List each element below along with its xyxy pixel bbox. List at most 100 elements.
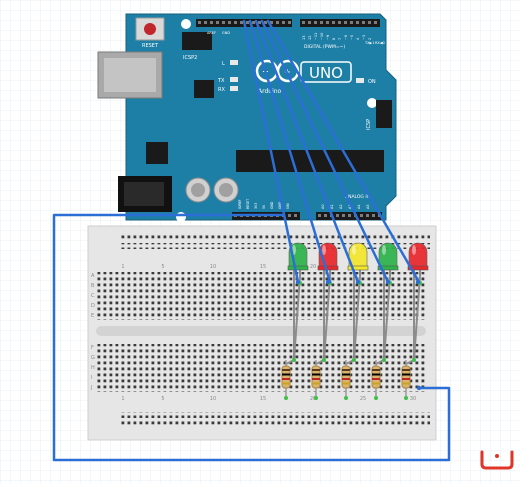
column-number: 15 <box>260 396 266 402</box>
resistor-band <box>402 373 410 376</box>
led-rim <box>407 265 429 271</box>
bottom-rail-2 <box>120 421 430 427</box>
row-letter: F <box>91 345 94 351</box>
digital-pin-label: 12 <box>308 36 312 40</box>
resistor-band <box>312 378 320 380</box>
aref-label: AREF <box>207 31 216 35</box>
header-pin <box>276 21 279 24</box>
analog-pin-label: A4 <box>357 204 361 209</box>
header-pin <box>360 214 363 217</box>
analog-label: ANALOG IN <box>345 194 370 200</box>
header-pin <box>324 214 327 217</box>
fritzing-logo-icon <box>480 450 514 470</box>
power-pin-label: GND <box>278 201 282 209</box>
led-red <box>408 242 428 269</box>
header-pin <box>308 21 311 24</box>
header-pin <box>222 21 225 24</box>
signal-wire-1[interactable] <box>242 19 300 284</box>
signal-wire-2[interactable] <box>248 19 332 284</box>
power-pin-label: 3V3 <box>254 203 258 209</box>
on-led <box>356 78 364 83</box>
terminal-strip-bottom <box>96 344 426 392</box>
resistor-band <box>282 378 290 380</box>
header-pin <box>332 21 335 24</box>
signal-wire-4[interactable] <box>260 19 390 284</box>
leds <box>287 242 429 271</box>
center-channel <box>96 326 426 336</box>
led-leg <box>405 266 421 365</box>
header-pin <box>338 21 341 24</box>
header-pin <box>216 21 219 24</box>
terminal-strip-top <box>96 272 426 320</box>
row-letter: B <box>91 283 95 289</box>
header-pin <box>210 21 213 24</box>
resistor-band <box>402 382 410 385</box>
header-pin <box>374 21 377 24</box>
icsp-header <box>376 100 392 128</box>
mounting-hole <box>176 212 186 222</box>
l-label: L <box>222 61 225 67</box>
fritzing-logo-dot <box>495 454 499 458</box>
digital-pin-label: 2 <box>368 38 372 40</box>
digital-label: DIGITAL (PWM=~) <box>304 44 345 50</box>
arduino-brand-label: Arduino <box>258 88 282 95</box>
signal-wire-3[interactable] <box>254 19 360 284</box>
connection-dot <box>344 396 348 400</box>
resistor-band <box>342 382 350 385</box>
icsp2-label: ICSP2 <box>183 55 197 61</box>
header-pin <box>228 21 231 24</box>
wire-end <box>355 279 361 285</box>
wires <box>52 19 451 462</box>
led-leg <box>315 266 331 365</box>
signal-wire-5[interactable] <box>266 19 421 284</box>
rxd-label: RX◀0 <box>375 41 385 45</box>
header-pin <box>344 21 347 24</box>
led-highlight <box>322 245 326 255</box>
gnd-label: GND <box>222 31 230 35</box>
column-number: 15 <box>260 264 266 270</box>
icsp2-header <box>182 32 212 50</box>
connection-dot <box>374 396 378 400</box>
header-pin <box>336 214 339 217</box>
analog-pin-label: A2 <box>339 204 343 209</box>
txd-label: TX▶1 <box>364 41 374 45</box>
rx-label: RX <box>218 87 225 93</box>
row-letter: I <box>91 375 92 381</box>
header-pin <box>288 214 291 217</box>
led-highlight <box>382 245 386 255</box>
ground-wire[interactable] <box>52 213 451 462</box>
led-green <box>378 242 398 269</box>
header-pin <box>288 21 291 24</box>
row-letter: H <box>91 365 95 371</box>
header-pin <box>318 214 321 217</box>
led-leg <box>345 266 361 365</box>
row-letter: A <box>91 273 95 279</box>
mounting-hole <box>181 19 191 29</box>
uno-badge <box>300 61 352 83</box>
header-pin <box>356 21 359 24</box>
digital-pin-label: ~3 <box>362 35 366 40</box>
tx-label: TX <box>217 78 225 84</box>
led-highlight <box>352 245 356 255</box>
digital-pin-label: 13 <box>302 36 306 40</box>
wire-end <box>415 279 421 285</box>
reset-label: RESET <box>142 43 159 49</box>
column-number: 1 <box>121 396 124 402</box>
digital-pin-label: 4 <box>356 37 360 40</box>
header-pin <box>314 21 317 24</box>
resistors <box>281 360 411 400</box>
resistor-band <box>342 373 350 376</box>
analog-pin-label: A0 <box>321 204 325 209</box>
resistor-band <box>372 373 380 376</box>
resistor-band <box>282 369 290 371</box>
digital-pin-label: 7 <box>338 38 342 40</box>
reset-button-cap[interactable] <box>144 23 156 35</box>
header-pin <box>252 21 255 24</box>
tx-led <box>230 77 238 82</box>
column-number: 30 <box>410 396 416 402</box>
connection-dot <box>412 358 416 362</box>
column-number: 5 <box>161 396 164 402</box>
row-letter: G <box>91 355 95 361</box>
